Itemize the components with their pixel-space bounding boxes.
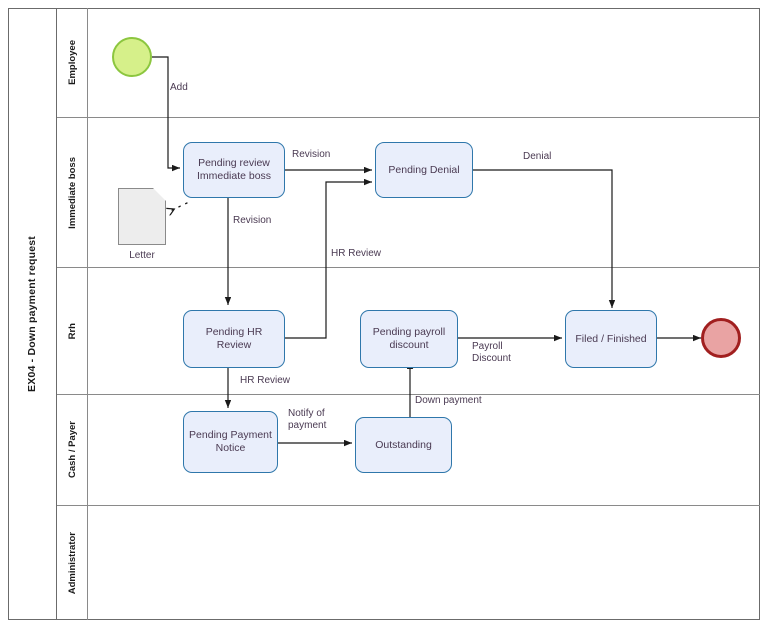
task-outstanding[interactable]: Outstanding	[355, 417, 452, 473]
lane-employee: Employee	[57, 8, 760, 118]
flow-label-hr-review-payment: HR Review	[240, 375, 291, 386]
lane-header-immediate-boss: Immediate boss	[57, 118, 88, 267]
task-label: Pending HR Review	[205, 326, 263, 351]
task-pending-denial[interactable]: Pending Denial	[375, 142, 473, 198]
lane-header-cash-payer: Cash / Payer	[57, 395, 88, 505]
page-fold-icon	[153, 188, 166, 201]
data-object-letter-label: Letter	[129, 250, 155, 261]
task-label: Filed / Finished	[575, 332, 647, 345]
flow-label-notify-of-payment: Notify of payment	[288, 408, 327, 431]
task-pending-payroll-discount[interactable]: Pending payroll discount	[360, 310, 458, 368]
flow-label-add: Add	[170, 82, 188, 93]
flow-label-down-payment: Down payment	[415, 395, 482, 406]
lane-header-administrator: Administrator	[57, 506, 88, 620]
task-pending-hr-review[interactable]: Pending HR Review	[183, 310, 285, 368]
pool-title: EX04 - Down payment request	[8, 8, 57, 620]
flow-label-denial: Denial	[523, 151, 552, 162]
lane-cash-payer: Cash / Payer	[57, 395, 760, 506]
task-label: Pending Payment Notice	[189, 429, 272, 454]
task-label: Pending Denial	[388, 163, 460, 176]
lane-administrator: Administrator	[57, 506, 760, 620]
flow-label-hr-review-denial: HR Review	[331, 248, 382, 259]
data-object-letter[interactable]	[118, 188, 166, 245]
task-label: Pending review Immediate boss	[196, 157, 272, 182]
end-event[interactable]	[701, 318, 741, 358]
task-label: Pending payroll discount	[372, 326, 446, 351]
flow-label-revision-hr: Revision	[233, 215, 272, 226]
task-filed-finished[interactable]: Filed / Finished	[565, 310, 657, 368]
lane-immediate-boss: Immediate boss	[57, 118, 760, 268]
flow-label-revision-denial: Revision	[292, 149, 331, 160]
task-label: Outstanding	[375, 438, 432, 451]
lane-rrh: Rrh	[57, 268, 760, 395]
flow-label-payroll-discount: Payroll Discount	[472, 341, 511, 364]
task-pending-payment-notice[interactable]: Pending Payment Notice	[183, 411, 278, 473]
task-pending-review-immediate-boss[interactable]: Pending review Immediate boss	[183, 142, 285, 198]
start-event[interactable]	[112, 37, 152, 77]
lane-header-rrh: Rrh	[57, 268, 88, 394]
lane-header-employee: Employee	[57, 8, 88, 117]
